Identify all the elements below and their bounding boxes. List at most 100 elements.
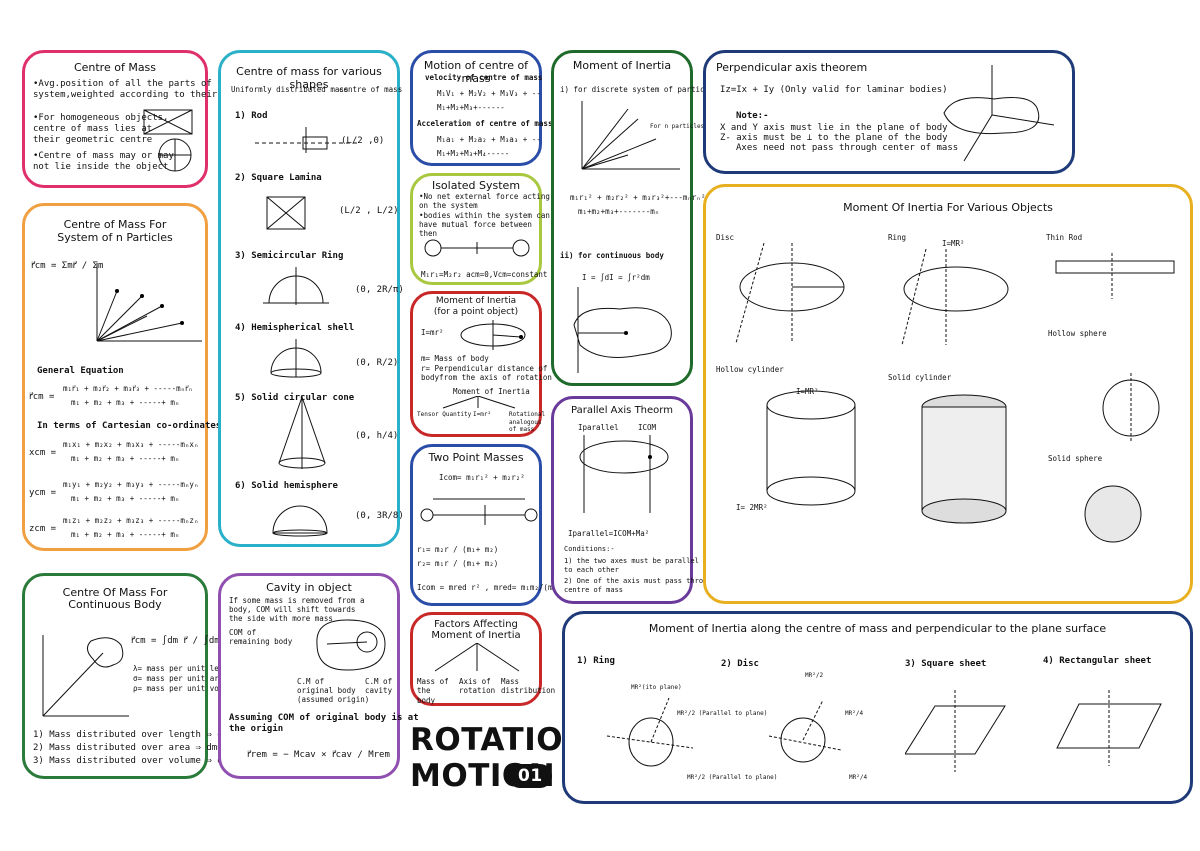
card-title: (for a point object)	[433, 307, 519, 317]
discrete-heading: i) for discrete system of particles	[560, 85, 719, 94]
card-title: Moment of Inertia along the centre of ma…	[648, 622, 1107, 635]
rod-diagram	[255, 127, 357, 153]
object-label: Solid cylinder	[888, 373, 952, 382]
card-title: Centre of Mass For	[63, 218, 167, 231]
note-heading: Note:-	[736, 111, 769, 121]
continuous-equation: I = ∫dI = ∫r²dm	[582, 273, 650, 282]
card-centre-of-mass: Centre of Mass •Avg.position of all the …	[22, 50, 244, 188]
cavity-equation: r⃗rem = − Mcav × r⃗cav / Mrem	[247, 750, 390, 760]
eq-denominator: m₁+m₂+m₃+-------mₙ	[578, 207, 660, 216]
section-heading: 2) Disc	[721, 659, 759, 669]
ring-inertia: I=MR²	[942, 239, 965, 248]
solid-hemisphere-diagram	[272, 505, 328, 537]
section-heading: 4) Rectangular sheet	[1043, 656, 1152, 666]
card-title: Moment of Inertia	[435, 296, 517, 306]
ring-label-c: MR²/2 (Parallel to plane)	[687, 774, 778, 781]
ring-diagram	[901, 249, 1009, 346]
perp-equation: Iz=Ix + Iy (Only valid for laminar bodie…	[720, 85, 948, 95]
card-system-particles: Centre of Mass For System of n Particles…	[22, 203, 221, 551]
object-label: Thin Rod	[1046, 233, 1083, 242]
card-perpendicular-axis: Perpendicular axis theorem Iz=Ix + Iy (O…	[703, 50, 1075, 174]
branch-item: Rotational analogous of mass	[509, 411, 546, 433]
card-title: Perpendicular axis theorem	[716, 61, 868, 74]
shape-value: (0, 2R/π)	[355, 285, 404, 295]
object-label: Hollow cylinder	[716, 365, 784, 374]
square-sheet-diagram	[905, 690, 1006, 772]
text-line: the origin	[229, 724, 284, 734]
iparallel-label: Iparallel	[578, 423, 619, 432]
ring-label-a: MR²(ito plane)	[631, 684, 682, 691]
section-heading: 1) Ring	[577, 656, 615, 666]
continuous-diagram	[42, 635, 129, 717]
r1-equation: r₁= m₂r / (m₁+ m₂)	[417, 545, 499, 554]
hollow-cylinder-diagram	[766, 390, 856, 506]
text-line: •bodies within the system can	[419, 211, 550, 220]
eq-numerator: m₁r⃗₁ + m₂r⃗₂ + m₃r⃗₃ + -----mₙr⃗ₙ	[63, 384, 193, 393]
note-line: Axes need not pass through center of mas…	[736, 143, 959, 153]
reduced-mass-equation: Icom = mred r² , mred= m₁m₂/(m₁+m₂)	[417, 583, 576, 592]
eq-denominator: m₁ + m₂ + m₃ + -----+ mₙ	[71, 494, 180, 503]
rect-cross-icon	[143, 109, 193, 135]
card-title: Isolated System	[431, 179, 521, 192]
n-particles-label: For n particles	[650, 123, 705, 130]
rcm-label: r⃗cm =	[29, 392, 55, 402]
conditions-heading: Conditions:-	[564, 545, 615, 553]
card-title: Two Point Masses	[428, 451, 524, 464]
hollow-cylinder-inertia-2: I= 2MR²	[736, 503, 768, 512]
factor-item: Mass distribution	[501, 677, 556, 696]
shape-value: (0, h/4)	[355, 431, 399, 441]
shape-value: (0, 3R/8)	[355, 511, 404, 521]
mass-volume: 3) Mass distributed over volume ⇒ dm= ρd…	[33, 756, 256, 766]
card-title: Centre of mass for various shapes	[236, 65, 382, 91]
text-line: m= Mass of body	[421, 354, 489, 363]
eq-numerator: m₁z₁ + m₂z₂ + m₃z₃ + -----mₙzₙ	[63, 516, 199, 525]
text-line: remaining body	[229, 637, 293, 646]
lambda-def: λ= mass per unit length	[133, 664, 237, 673]
cavity-diagram	[316, 619, 386, 671]
shape-label: 6) Solid hemisphere	[235, 481, 338, 491]
shape-value: (L/2 , L/2)	[339, 206, 399, 216]
logo-number: 01	[518, 766, 543, 786]
solid-sphere-diagram	[1084, 485, 1142, 543]
text-line: Assuming COM of original body is at	[229, 713, 419, 723]
text-line: C.M of	[365, 677, 393, 686]
particles-diagram	[96, 263, 202, 342]
continuous-body-diagram	[573, 287, 672, 373]
factors-branch-lines	[434, 643, 520, 672]
solid-cone-diagram	[278, 395, 326, 469]
card-title: Centre of Mass	[73, 61, 157, 74]
rect-sheet-diagram	[1056, 690, 1162, 766]
condition-1: 1) the two axes must be parallel	[564, 557, 699, 565]
card-title: Continuous Body	[68, 598, 162, 611]
two-body-diagram	[424, 239, 530, 257]
text-line: centre of mass lies at	[33, 124, 153, 134]
factor-item: Mass of the body	[417, 677, 449, 705]
text-line: their geometric centre	[33, 135, 153, 145]
icom-label: ICOM	[638, 423, 657, 432]
card-title: Parallel Axis Theorm	[571, 405, 673, 416]
eq-denominator: M₁+M₂+M₃+------	[437, 103, 505, 112]
disc-axes-diagram	[768, 700, 842, 763]
subheading: Moment of Inertia	[453, 387, 530, 396]
solid-cylinder-diagram	[921, 394, 1007, 524]
disc-label-a: MR²/2	[805, 672, 824, 679]
eq-numerator: m₁y₁ + m₂y₂ + m₃y₃ + -----mₙyₙ	[63, 480, 199, 489]
object-label: Ring	[888, 233, 907, 242]
eq-numerator: M₁a₁ + M₂a₂ + M₃a₃ + --	[437, 135, 541, 144]
branch-lines	[442, 396, 516, 409]
text-line: (assumed origin)	[297, 695, 370, 704]
text-line: r= Perpendicular distance of the	[421, 364, 566, 373]
general-heading: General Equation	[37, 366, 124, 376]
disc-label-b: MR²/4	[845, 710, 864, 717]
text-line: •Centre of mass may or may	[33, 151, 174, 161]
text-line: on the system	[419, 201, 478, 210]
card-along-com: Moment of Inertia along the centre of ma…	[562, 611, 1193, 804]
sigma-def: σ= mass per unit area	[133, 674, 228, 683]
disc-label-c: MR²/4	[849, 774, 868, 781]
column-header: centre of mass	[339, 85, 403, 94]
shape-value: (0, R/2)	[355, 358, 399, 368]
condition-2: 2) One of the axis must pass through	[564, 577, 716, 585]
ring-label-b: MR²/2 (Parallel to plane)	[677, 710, 768, 717]
factor-item: Axis of rotation	[459, 677, 496, 696]
card-cavity: Cavity in object If some mass is removed…	[218, 573, 419, 779]
